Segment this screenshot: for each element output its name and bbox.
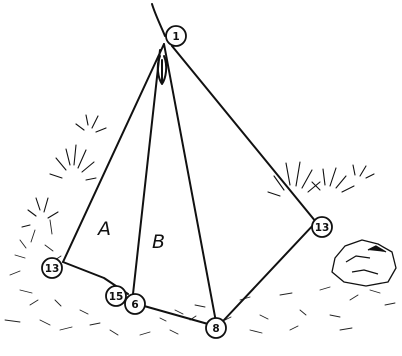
point-label-front-right: 8 xyxy=(212,323,219,335)
point-label-front-mid: 6 xyxy=(131,299,138,311)
panel-label-a: A xyxy=(96,218,111,240)
point-marker-front-right: 8 xyxy=(206,318,226,338)
point-marker-left-corner: 13 xyxy=(42,258,62,278)
rock xyxy=(332,240,396,286)
point-label-apex: 1 xyxy=(172,31,179,43)
point-marker-front-left: 15 xyxy=(106,286,126,306)
point-marker-front-mid: 6 xyxy=(125,294,145,314)
tent-outline xyxy=(63,44,316,324)
grass-right xyxy=(268,162,374,196)
point-label-left-corner: 13 xyxy=(45,263,60,275)
tent-pole-top xyxy=(152,4,165,36)
grass-left xyxy=(22,115,106,227)
point-label-right-corner: 13 xyxy=(315,222,330,234)
point-label-front-left: 15 xyxy=(109,291,124,303)
point-marker-apex: 1 xyxy=(166,26,186,46)
point-marker-right-corner: 13 xyxy=(312,217,332,237)
panel-label-b: B xyxy=(152,231,165,253)
